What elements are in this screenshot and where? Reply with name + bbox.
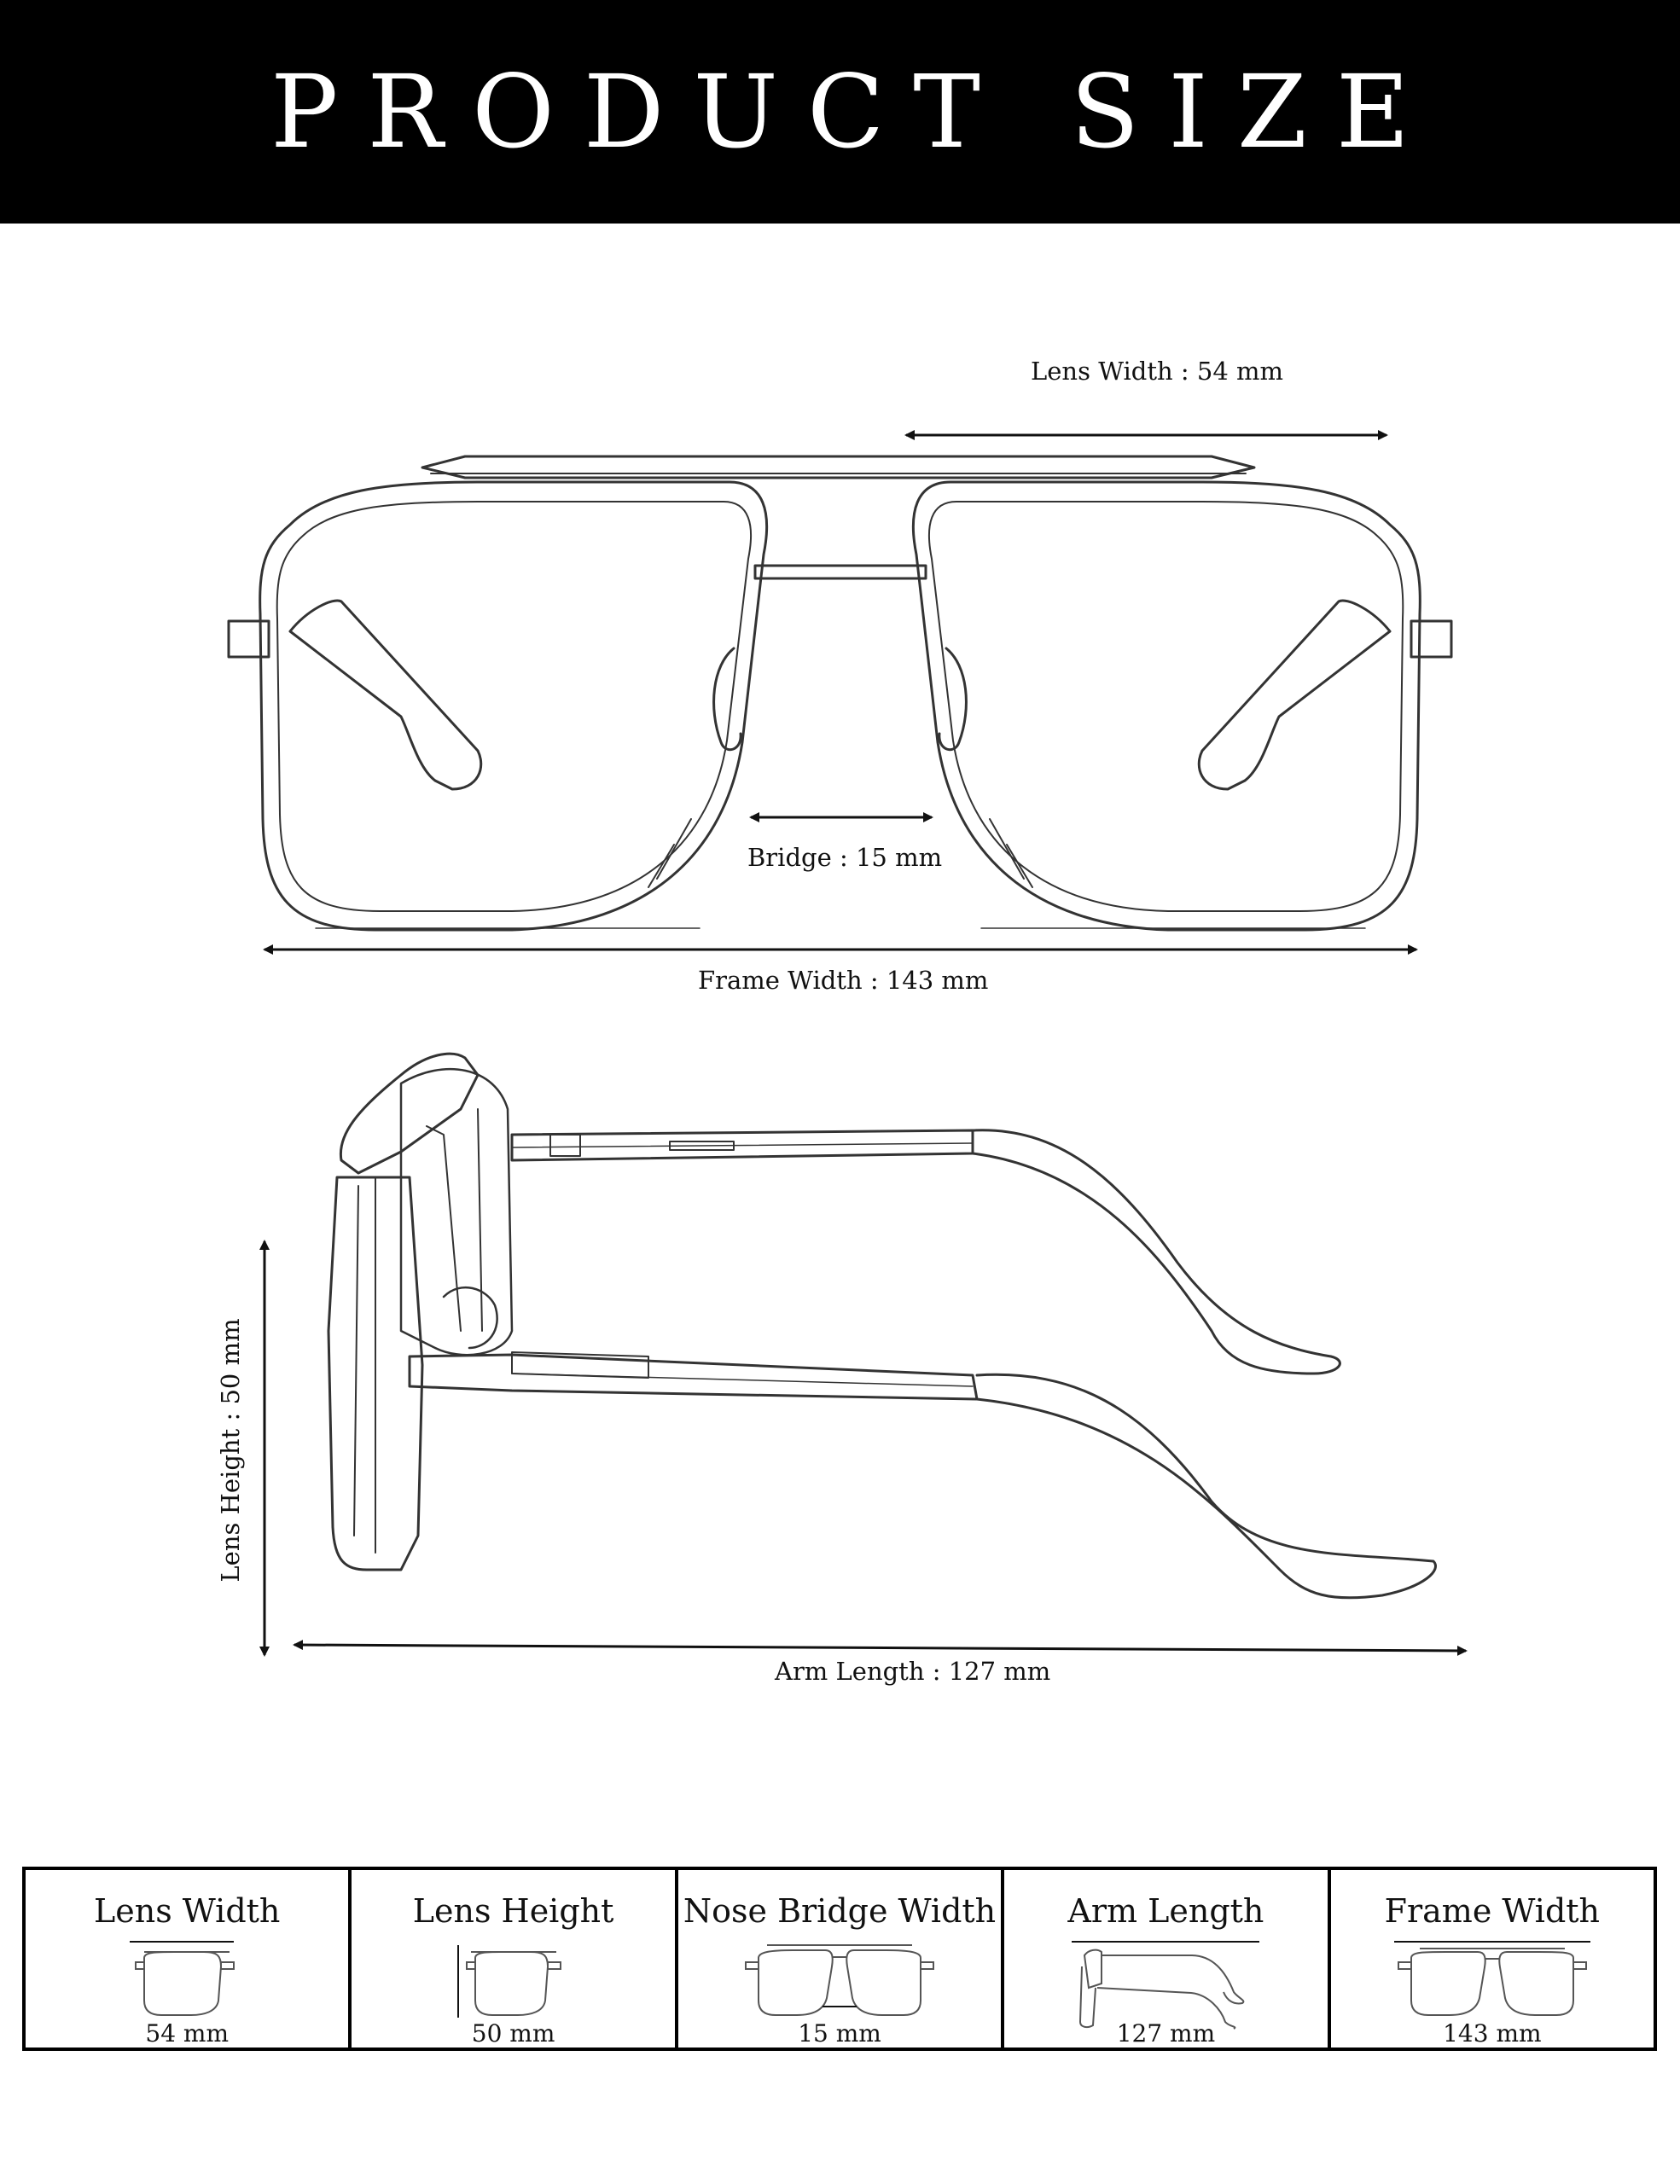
cell-value: 127 mm	[1116, 2019, 1216, 2048]
frame-width-label: Frame Width : 143 mm	[698, 966, 989, 995]
size-cell-lens-width: Lens Width 54 mm	[26, 1870, 352, 2048]
front-view-glasses-drawing	[227, 430, 1453, 955]
size-cell-nose-bridge-width: Nose Bridge Width 15 mm	[678, 1870, 1005, 2048]
cell-title: Nose Bridge Width	[683, 1892, 997, 1930]
cell-title: Lens Width	[94, 1892, 281, 1930]
cell-title: Lens Height	[412, 1892, 614, 1930]
side-glasses-icon	[1072, 1941, 1260, 2030]
cell-value: 143 mm	[1443, 2019, 1542, 2048]
arm-length-arrow	[293, 1640, 1468, 1656]
header-bar	[0, 0, 1680, 224]
bridge-label: Bridge : 15 mm	[747, 843, 943, 872]
cell-title: Arm Length	[1067, 1892, 1264, 1930]
cell-value: 15 mm	[798, 2019, 881, 2048]
cell-title: Frame Width	[1384, 1892, 1601, 1930]
cell-value: 50 mm	[471, 2019, 555, 2048]
cell-value: 54 mm	[145, 2019, 230, 2048]
arm-length-label: Arm Length : 127 mm	[775, 1657, 1051, 1686]
size-cell-arm-length: Arm Length 127 mm	[1004, 1870, 1331, 2048]
lens-height-label: Lens Height : 50 mm	[216, 1318, 245, 1583]
front-glasses-icon	[745, 1944, 935, 2016]
front-glasses-icon	[130, 1941, 235, 2016]
size-cell-frame-width: Frame Width 143 mm	[1331, 1870, 1654, 2048]
size-summary-table: Lens Width 54 mm Lens Height 50 mm Nose …	[22, 1867, 1657, 2051]
size-cell-lens-height: Lens Height 50 mm	[352, 1870, 678, 2048]
page-title: PRODUCT SIZE	[270, 53, 1439, 171]
front-glasses-icon	[1393, 1941, 1590, 2016]
front-glasses-icon	[456, 1945, 561, 2018]
side-view-glasses-drawing	[259, 1052, 1468, 1657]
lens-width-label: Lens Width : 54 mm	[1031, 357, 1283, 386]
